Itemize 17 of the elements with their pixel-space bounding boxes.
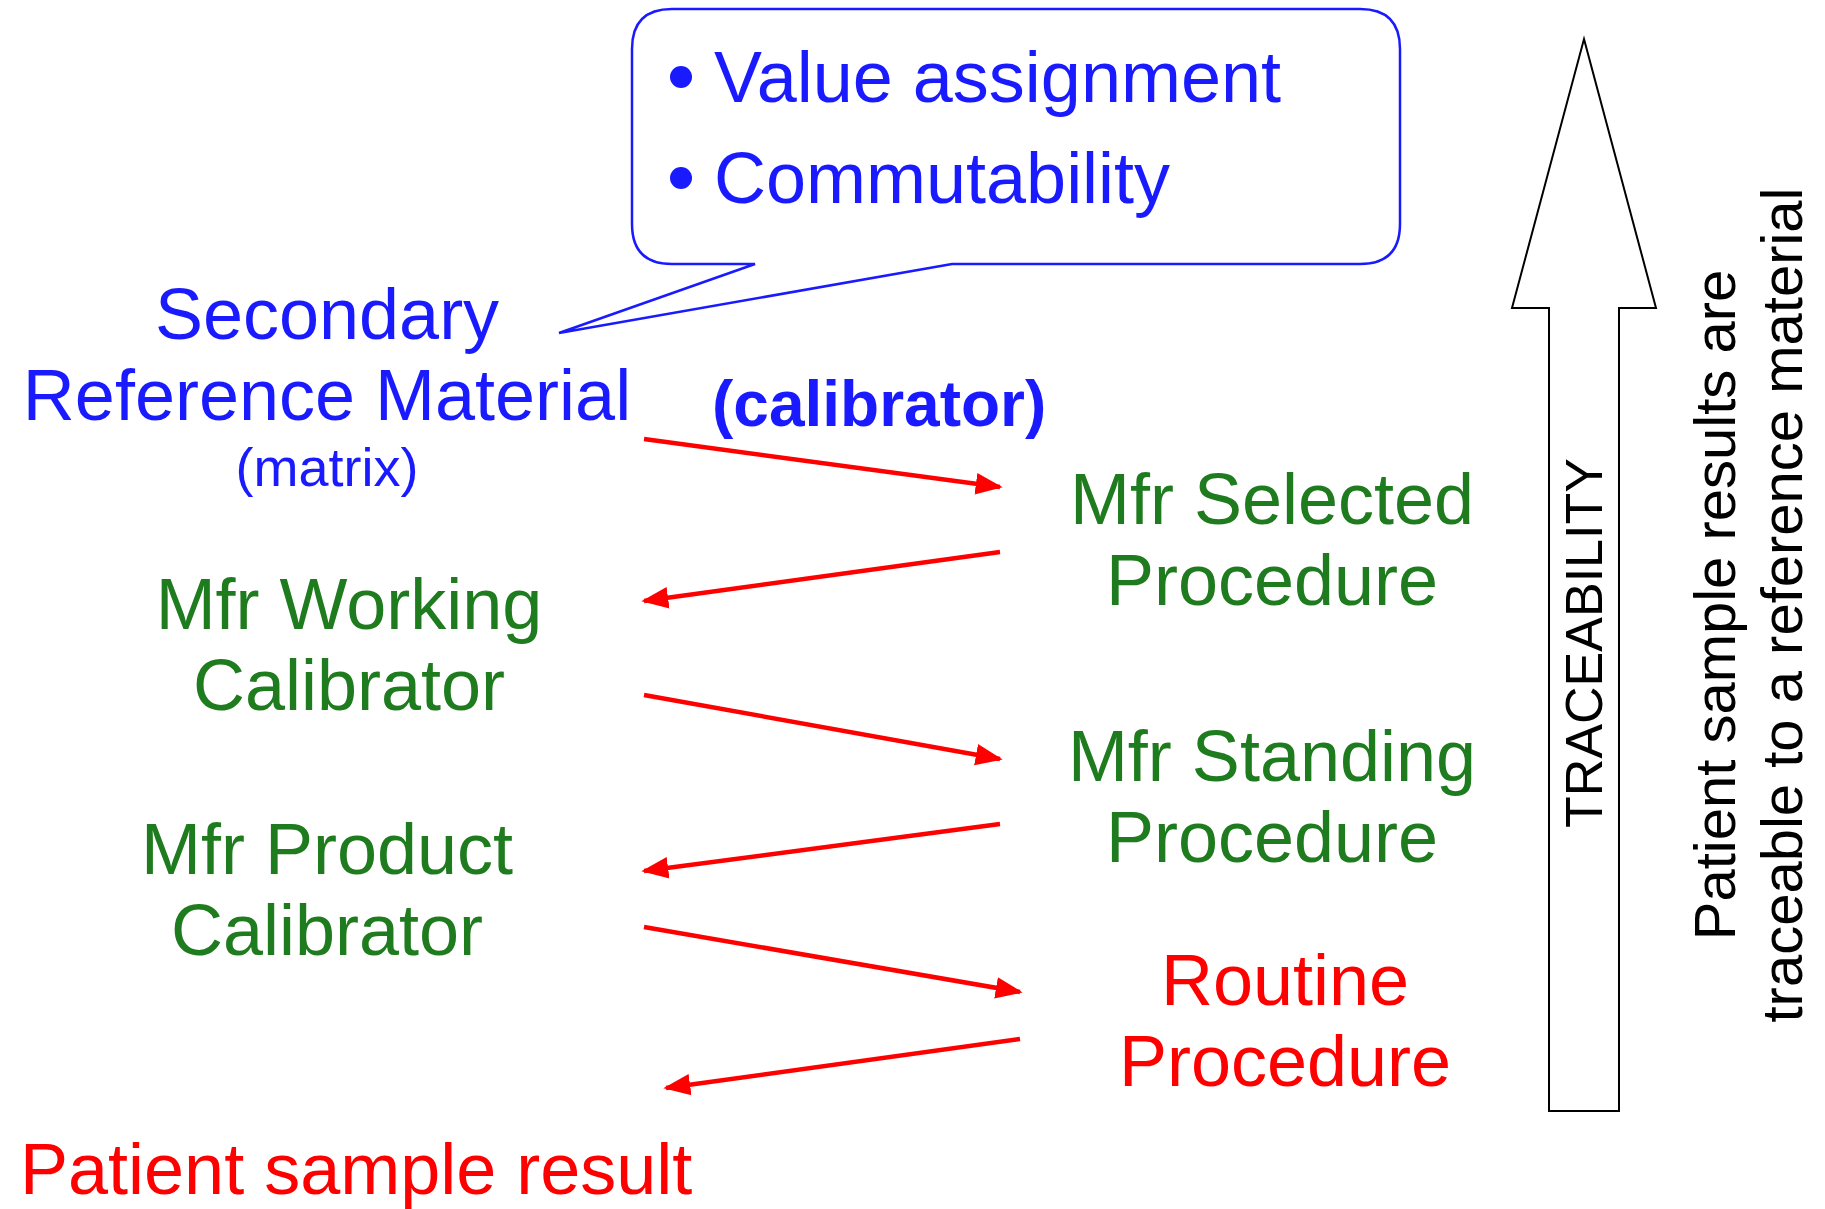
arrow [643,924,1023,999]
traceability-arrow [1511,38,1657,1112]
arrow [641,821,1001,879]
arrow-label: TRACEABILITY [1558,458,1610,828]
node-title: Mfr Working Calibrator [154,564,544,727]
arrow [663,1036,1021,1096]
arrow [643,436,1003,495]
node-title: Mfr Standing Procedure [1066,716,1478,879]
node-subtitle: (matrix) [234,436,420,498]
node-title: Secondary Reference Material [21,274,633,437]
node-title: Mfr Selected Procedure [1068,459,1476,622]
callout-bubble [559,8,1401,335]
node-title: Mfr Product Calibrator [139,809,515,972]
arrow [643,692,1003,766]
node-title: Routine Procedure [1117,940,1453,1103]
side-note: Patient sample results are traceable to a reference material [1682,186,1815,1025]
arrow [641,549,1001,609]
